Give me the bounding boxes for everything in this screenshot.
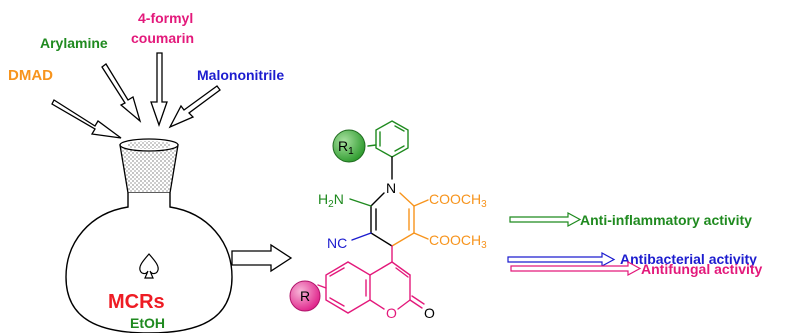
activity-arrows: Anti-inflammatory activity Antibacterial… — [507, 211, 763, 277]
reagent-arylamine: Arylamine — [40, 35, 108, 51]
r1-substituent-ball — [332, 129, 366, 163]
antifungal-arrow-icon — [510, 260, 642, 277]
malononitrile-arrow-icon — [168, 85, 221, 129]
antibacterial-label: Antibacterial activity — [620, 251, 757, 267]
coumarin-core — [317, 261, 425, 314]
arylamine-arrow-icon — [101, 63, 142, 123]
flask-stopper — [119, 144, 179, 194]
r-label: R — [300, 288, 310, 304]
cyano-label: NC — [327, 235, 347, 251]
ester-bottom-label: COOCH3 — [429, 232, 487, 251]
heat-symbol-icon — [139, 253, 159, 279]
anti-inflammatory-arrow-icon — [509, 211, 582, 228]
nitrogen-label: N — [386, 180, 396, 196]
antifungal-label: Antifungal activity — [641, 261, 763, 277]
phenyl-ring — [367, 120, 409, 158]
antibacterial-arrow-icon — [507, 251, 616, 268]
mcrs-label: MCRs — [108, 291, 165, 313]
reagent-formyl-coumarin-line2: coumarin — [131, 30, 194, 46]
reagent-dmad: DMAD — [8, 67, 53, 84]
carbonyl-oxygen-label: O — [424, 305, 435, 321]
ester-top-label: COOCH3 — [429, 191, 487, 210]
product-molecule: R1 N H2N NC COOCH3 COOCH3 — [289, 120, 487, 321]
anti-inflammatory-label: Anti-inflammatory activity — [580, 212, 752, 228]
reaction-flask: MCRs EtOH — [65, 138, 233, 333]
solvent-label: EtOH — [130, 315, 165, 331]
reaction-arrow-icon — [231, 243, 293, 273]
ring-oxygen-label: O — [386, 305, 397, 321]
reagent-malononitrile: Malononitrile — [197, 67, 284, 83]
reagent-arrows — [51, 52, 221, 139]
reagent-formyl-coumarin-line1: 4-formyl — [138, 10, 193, 26]
amino-label: H2N — [318, 191, 344, 210]
r-substituent-ball — [289, 280, 321, 312]
r1-label: R1 — [338, 138, 354, 157]
formyl-arrow-icon — [150, 52, 168, 127]
dmad-arrow-icon — [51, 99, 122, 139]
